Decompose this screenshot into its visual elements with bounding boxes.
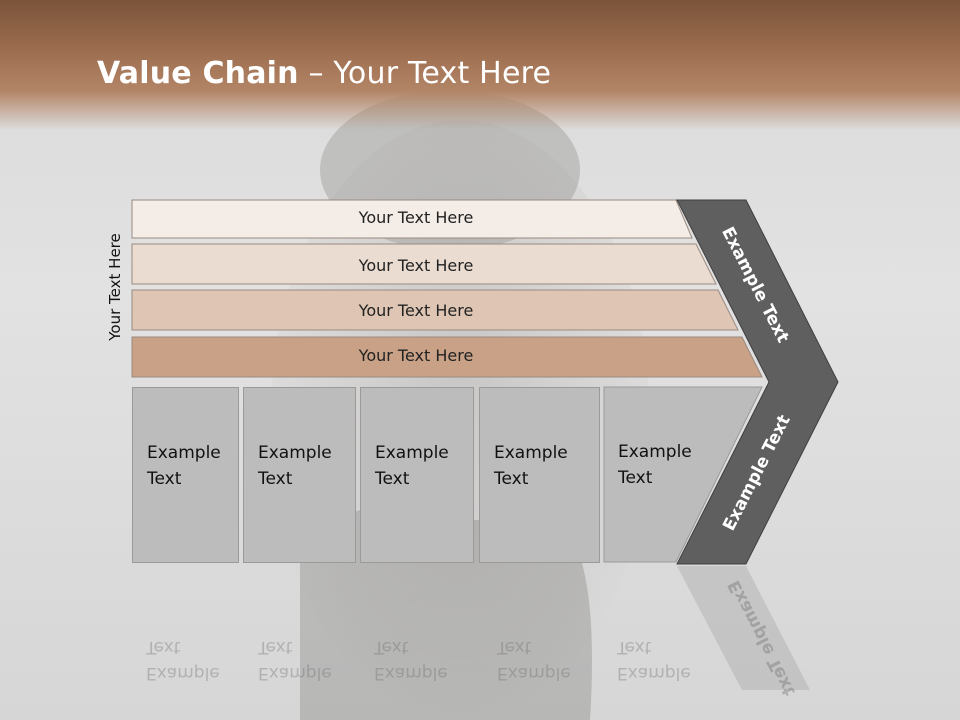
row-bar-1 [131,199,693,239]
row-label-4: Your Text Here [358,346,474,365]
row-bar-2 [131,243,717,285]
row-bar-4 [131,336,763,378]
row-label-1: Your Text Here [358,208,474,227]
header-band [0,0,960,130]
title-bold: Value Chain [97,56,299,91]
chevron-arrow [676,199,839,565]
row-label-2: Your Text Here [358,256,474,275]
chevron-reflection [677,566,810,690]
title-rest: – Your Text Here [298,56,552,91]
row-label-3: Your Text Here [358,301,474,320]
page-title: Value Chain – Your Text Here [97,56,551,91]
column-5-shape [603,386,763,563]
row-bar-3 [131,289,739,331]
